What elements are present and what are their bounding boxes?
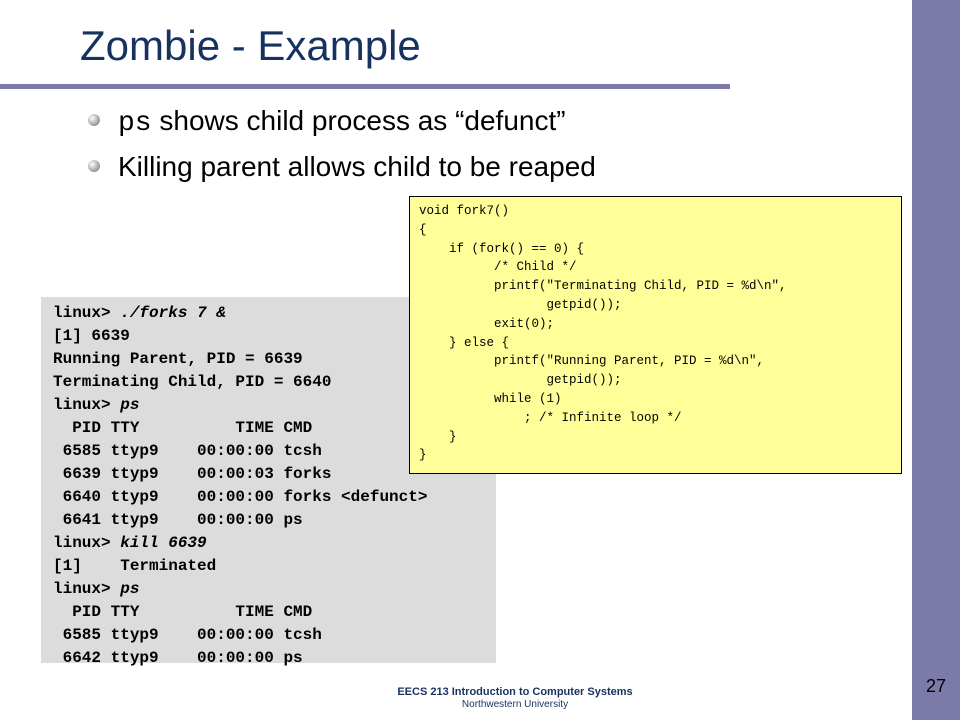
shell-prompt: linux> bbox=[53, 396, 121, 414]
terminal-line: PID TTY TIME CMD bbox=[53, 601, 496, 624]
output-text: [1] Terminated bbox=[53, 557, 217, 575]
code-line: if (fork() == 0) { bbox=[419, 241, 585, 256]
bullet-icon bbox=[88, 114, 100, 126]
bullet-item: ps shows child process as “defunct” bbox=[88, 100, 596, 146]
shell-command: ps bbox=[120, 580, 140, 598]
output-text: 6585 ttyp9 00:00:00 tcsh bbox=[53, 442, 322, 460]
shell-command: ./forks 7 & bbox=[120, 304, 226, 322]
code-line: exit(0); bbox=[419, 316, 555, 331]
shell-prompt: linux> bbox=[53, 304, 121, 322]
sidebar-band bbox=[912, 0, 960, 720]
output-text: 6585 ttyp9 00:00:00 tcsh bbox=[53, 626, 322, 644]
output-text: 6639 ttyp9 00:00:03 forks bbox=[53, 465, 332, 483]
terminal-line: linux> kill 6639 bbox=[53, 532, 496, 555]
slide-title: Zombie - Example bbox=[80, 22, 421, 69]
code-line: while (1) bbox=[419, 391, 562, 406]
page-number: 27 bbox=[925, 676, 947, 696]
bullet-code: ps bbox=[118, 108, 152, 139]
terminal-line: linux> ps bbox=[53, 578, 496, 601]
terminal-line: linux> ./forks 7 & bbox=[53, 302, 496, 325]
bullet-list: ps shows child process as “defunct” Kill… bbox=[88, 100, 596, 192]
code-line: } bbox=[419, 448, 427, 463]
terminal-line: [1] 6639 bbox=[53, 325, 496, 348]
code-line: } else { bbox=[419, 335, 510, 350]
terminal-line: linux> ps bbox=[53, 394, 496, 417]
code-line: printf("Running Parent, PID = %d\n", bbox=[419, 354, 765, 369]
terminal-line: 6585 ttyp9 00:00:00 tcsh bbox=[53, 624, 496, 647]
output-text: 6642 ttyp9 00:00:00 ps bbox=[53, 649, 303, 667]
code-line: getpid()); bbox=[419, 297, 622, 312]
terminal-line: 6585 ttyp9 00:00:00 tcsh bbox=[53, 440, 496, 463]
shell-prompt: linux> bbox=[53, 534, 121, 552]
code-line: printf("Terminating Child, PID = %d\n", bbox=[419, 279, 787, 294]
output-text: Running Parent, PID = 6639 bbox=[53, 350, 303, 368]
footer-course: EECS 213 Introduction to Computer System… bbox=[397, 686, 633, 698]
output-text: [1] 6639 bbox=[53, 327, 130, 345]
shell-prompt: linux> bbox=[53, 580, 121, 598]
footer-university: Northwestern University bbox=[461, 699, 569, 710]
code-line: void fork7() bbox=[419, 204, 510, 218]
terminal-line: 6639 ttyp9 00:00:03 forks bbox=[53, 463, 496, 486]
output-text: Terminating Child, PID = 6640 bbox=[53, 373, 332, 391]
code-line: } bbox=[419, 429, 457, 444]
code-line: { bbox=[419, 222, 427, 237]
terminal-line: PID TTY TIME CMD bbox=[53, 417, 496, 440]
terminal-line: Terminating Child, PID = 6640 bbox=[53, 371, 496, 394]
output-text: 6641 ttyp9 00:00:00 ps bbox=[53, 511, 303, 529]
bullet-item: Killing parent allows child to be reaped bbox=[88, 146, 596, 192]
terminal-line: 6642 ttyp9 00:00:00 ps bbox=[53, 647, 496, 670]
footer: EECS 213 Introduction to Computer System… bbox=[300, 686, 730, 711]
terminal-line: 6641 ttyp9 00:00:00 ps bbox=[53, 509, 496, 532]
terminal-line: 6640 ttyp9 00:00:00 forks <defunct> bbox=[53, 486, 496, 509]
code-line: ; /* Infinite loop */ bbox=[419, 410, 682, 425]
terminal-line: Running Parent, PID = 6639 bbox=[53, 348, 496, 371]
output-text: PID TTY TIME CMD bbox=[53, 603, 313, 621]
title-underline bbox=[0, 84, 730, 89]
shell-command: ps bbox=[120, 396, 140, 414]
code-line: getpid()); bbox=[419, 373, 622, 388]
terminal-line: [1] Terminated bbox=[53, 555, 496, 578]
bullet-text: Killing parent allows child to be reaped bbox=[118, 151, 596, 182]
output-text: 6640 ttyp9 00:00:00 forks <defunct> bbox=[53, 488, 428, 506]
code-line: /* Child */ bbox=[419, 260, 577, 275]
code-listing: void fork7() { if (fork() == 0) { /* Chil… bbox=[409, 196, 902, 474]
bullet-icon bbox=[88, 160, 100, 172]
shell-command: kill 6639 bbox=[120, 534, 207, 552]
bullet-text: shows child process as “defunct” bbox=[151, 105, 566, 136]
output-text: PID TTY TIME CMD bbox=[53, 419, 313, 437]
